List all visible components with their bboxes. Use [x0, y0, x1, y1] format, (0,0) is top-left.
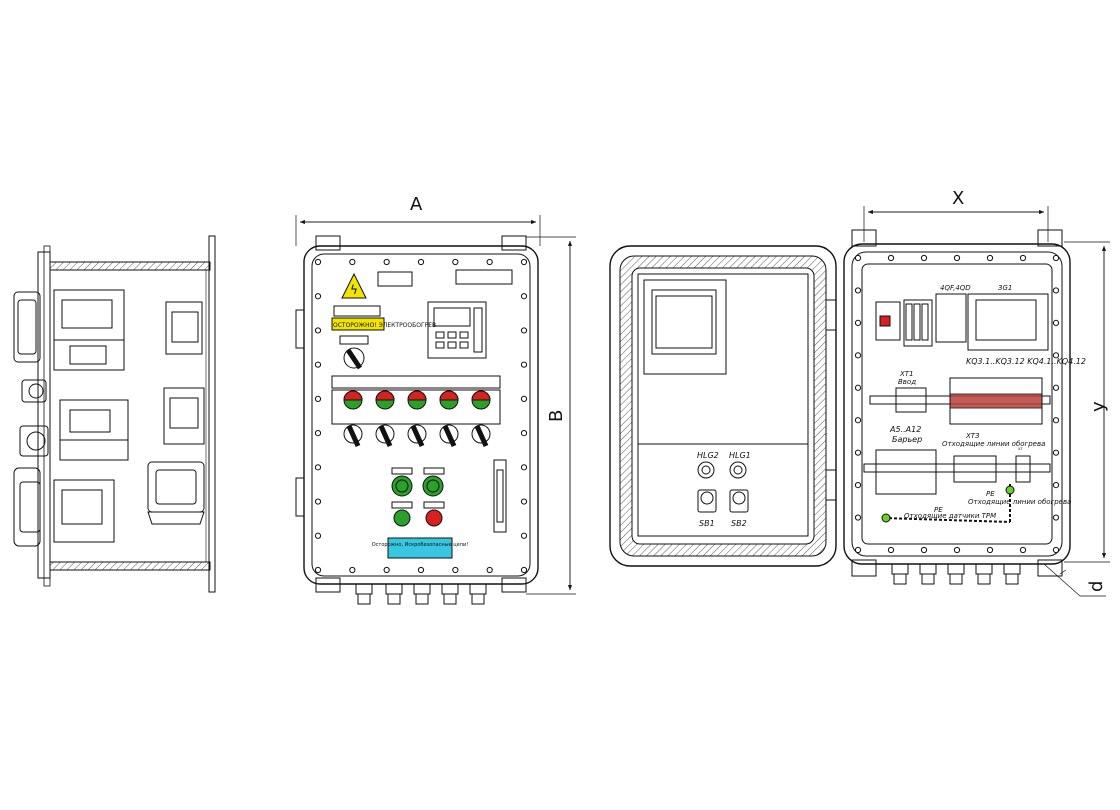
bolt-icon — [854, 482, 862, 489]
bolt-icon — [920, 254, 928, 262]
hlg2-label: HLG2 — [697, 451, 719, 460]
bolt-icon — [986, 546, 994, 554]
bolt-icon — [520, 395, 528, 402]
xt3-name-label: XT3 — [965, 432, 980, 440]
bolt-icon — [1052, 352, 1060, 359]
bolt-icon — [854, 449, 862, 456]
bolt-icon — [986, 254, 994, 262]
warning-plate-2: Осторожно, Искробезопасные цепи! — [372, 542, 469, 548]
rotary-switch-row — [343, 424, 491, 448]
cable-glands-front — [355, 583, 487, 605]
pe-2-label: PE — [986, 490, 995, 498]
bolt-icon — [953, 254, 961, 262]
kq-relays-label: KQ3.1..KQ3.12 KQ4.1..KQ4.12 — [966, 357, 1086, 366]
bolt-icon — [314, 498, 322, 505]
xt-small-label: XT — [1018, 447, 1023, 451]
bolt-icon — [854, 254, 862, 262]
bolt-icon — [1052, 514, 1060, 521]
bolt-icon — [520, 430, 528, 437]
bolt-icon — [520, 258, 528, 266]
xt1-desc-label: Ввод — [898, 378, 916, 386]
bolt-icon — [1052, 546, 1060, 554]
sb1-label: SB1 — [699, 519, 715, 528]
bolt-icon — [854, 352, 862, 359]
bolt-icon — [887, 254, 895, 262]
barrier-desc-label: Барьер — [892, 435, 922, 444]
front-view: ϟ ОСТОРОЖНО! ЭЛЕКТРООБОГРЕВ — [295, 215, 576, 605]
dimension-y-label: y — [1088, 401, 1109, 412]
bolt-icon — [314, 293, 322, 300]
bolt-icon — [314, 532, 322, 539]
bolt-icon — [854, 417, 862, 424]
pe-1-desc-label: Отходящие датчики ТРМ — [904, 512, 996, 520]
bolt-icon — [520, 464, 528, 471]
bolt-icon — [920, 546, 928, 554]
bolt-icon — [520, 327, 528, 334]
bolt-icon — [417, 258, 425, 266]
bolt-icon — [1052, 417, 1060, 424]
side-view — [13, 235, 216, 593]
power-supply-label: 3G1 — [998, 284, 1012, 292]
hlg1-label: HLG1 — [729, 451, 751, 460]
bolt-icon — [854, 514, 862, 521]
bolt-icon — [520, 361, 528, 368]
bolt-icon — [854, 384, 862, 391]
bolt-icon — [452, 258, 459, 266]
bolt-icon — [452, 566, 459, 574]
bolt-icon — [314, 361, 322, 368]
door-inner-view — [609, 245, 837, 567]
high-voltage-icon: ϟ — [350, 283, 358, 297]
open-bolts — [854, 254, 1060, 554]
bolt-icon — [520, 293, 528, 300]
bolt-icon — [854, 546, 862, 554]
sb2-label: SB2 — [731, 519, 747, 528]
bolt-icon — [520, 532, 528, 539]
warning-plate-1: ОСТОРОЖНО! ЭЛЕКТРООБОГРЕВ — [333, 322, 436, 329]
xt3-desc-label: Отходящие линии обогрева — [942, 440, 1045, 448]
bolt-icon — [314, 566, 322, 574]
bolt-icon — [314, 464, 322, 471]
bolt-icon — [1019, 254, 1027, 262]
bolt-icon — [383, 258, 390, 266]
bolt-icon — [1019, 546, 1027, 554]
kq-relay-block — [949, 377, 1043, 425]
bolt-icon — [1052, 384, 1060, 391]
bolt-icon — [314, 258, 322, 266]
bolt-icon — [1052, 449, 1060, 456]
cable-glands-open — [891, 563, 1021, 585]
bolt-icon — [953, 546, 961, 554]
xt1-name-label: XT1 — [899, 370, 914, 378]
dimension-d-label: d — [1086, 581, 1107, 592]
bolt-icon — [486, 566, 493, 574]
bolt-icon — [520, 566, 528, 574]
bolt-icon — [1052, 287, 1060, 294]
bolt-icon — [1052, 482, 1060, 489]
dimension-a-label: A — [410, 194, 423, 215]
front-bolts — [314, 258, 528, 574]
bolt-icon — [349, 258, 356, 266]
bolt-icon — [314, 430, 322, 437]
bolt-icon — [349, 566, 356, 574]
pe-2-desc-label: Отходящие линии обогрева — [968, 498, 1071, 506]
barrier-name-label: A5..A12 — [889, 425, 921, 434]
open-enclosure-view — [843, 206, 1110, 597]
bolt-icon — [1052, 319, 1060, 326]
bolt-icon — [854, 319, 862, 326]
bolt-icon — [417, 566, 425, 574]
bolt-icon — [1052, 254, 1060, 262]
bolt-icon — [887, 546, 895, 554]
indicator-row-red-green — [343, 390, 491, 410]
bolt-icon — [854, 287, 862, 294]
bolt-icon — [486, 258, 493, 266]
bolt-icon — [314, 395, 322, 402]
pe-1-label: PE — [934, 506, 943, 514]
qf-group-label: 4QF,4QD — [940, 284, 971, 292]
dimension-x-label: X — [952, 188, 964, 209]
bolt-icon — [383, 566, 390, 574]
bolt-icon — [314, 327, 322, 334]
dimension-b-label: B — [546, 410, 567, 422]
bolt-icon — [520, 498, 528, 505]
